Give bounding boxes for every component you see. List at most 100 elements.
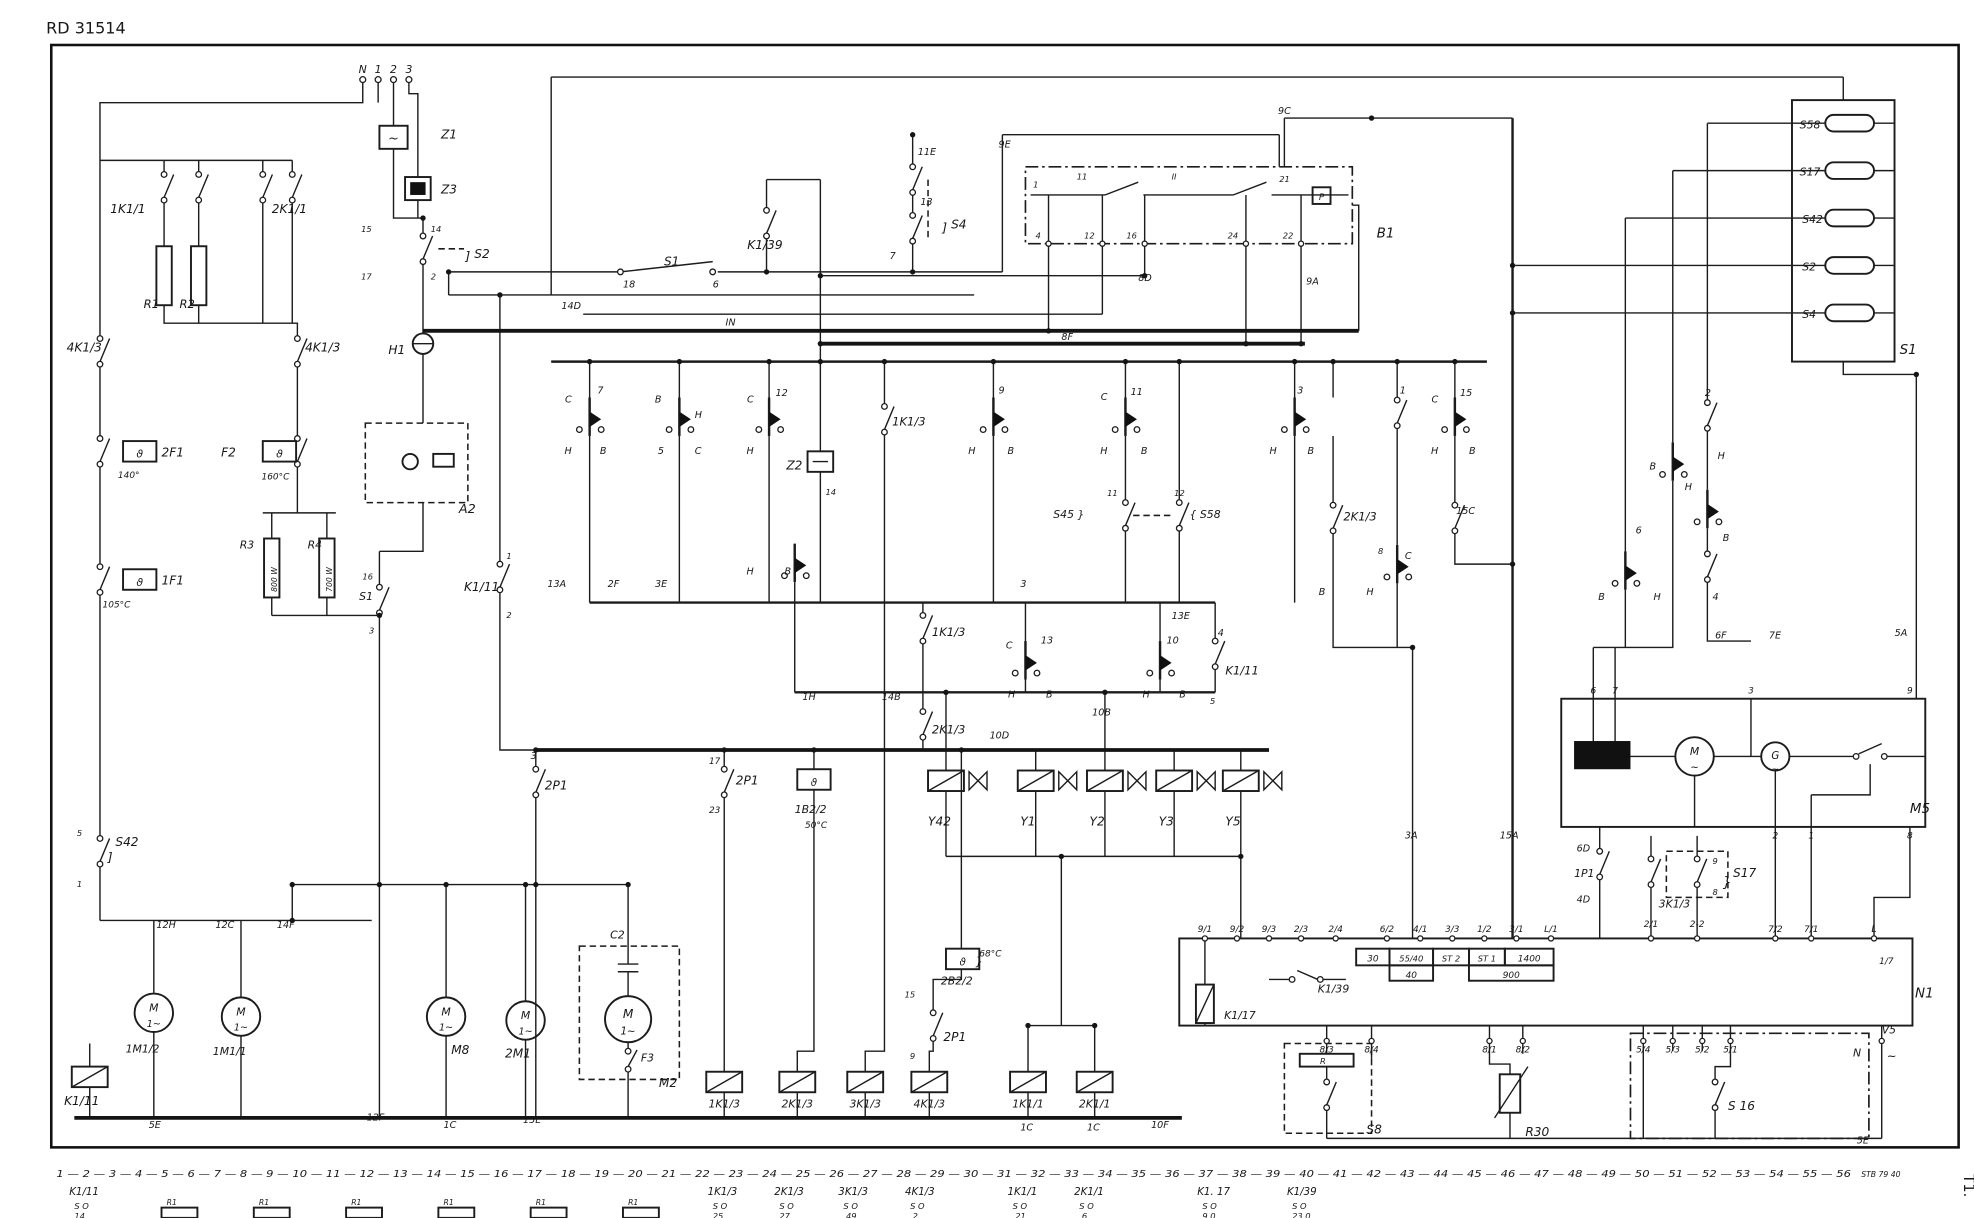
component-label: N1 bbox=[1915, 986, 1934, 1001]
component-label: 9 bbox=[1713, 856, 1718, 866]
component-label: S4 bbox=[951, 217, 966, 231]
thermostat-contact bbox=[96, 563, 111, 596]
component-label: 2 bbox=[506, 610, 511, 620]
component-label: 2 bbox=[390, 63, 397, 76]
component-label: ST 2 bbox=[1442, 954, 1460, 964]
selector-pill bbox=[1824, 161, 1875, 180]
component-label: C2 bbox=[610, 928, 625, 941]
component-label: R1 bbox=[167, 1198, 177, 1207]
component-label: K1/39 bbox=[1287, 1186, 1317, 1198]
component-label: 15 bbox=[361, 224, 372, 234]
component-label: 17 bbox=[709, 757, 721, 767]
brush-contact bbox=[1658, 441, 1689, 483]
component-label: 8 bbox=[1378, 546, 1383, 556]
component-label: ] bbox=[941, 221, 947, 236]
component-label: 8/1 bbox=[1482, 1046, 1496, 1056]
component-label: 1M1/2 bbox=[126, 1043, 160, 1056]
component-label: 1~ bbox=[518, 1027, 532, 1038]
component-label: 12H bbox=[156, 920, 175, 931]
component-label: 1F1 bbox=[162, 574, 184, 588]
brush-contact bbox=[1111, 396, 1142, 438]
switch-contact bbox=[419, 232, 434, 266]
component-label: S1 bbox=[1900, 343, 1917, 358]
relay-contact bbox=[288, 170, 303, 204]
thermostat-contact bbox=[96, 434, 111, 468]
component-label: 1 bbox=[1400, 386, 1406, 397]
component-label: 5/4 bbox=[1636, 1046, 1651, 1056]
switch-contact bbox=[720, 765, 735, 799]
component-label: 1B2/2 bbox=[795, 803, 827, 816]
component-label: B bbox=[1141, 446, 1148, 457]
component-label: 1~ bbox=[439, 1023, 453, 1034]
component-label: 3/1 bbox=[1509, 925, 1523, 935]
component-label: 5/1 bbox=[1723, 1046, 1737, 1056]
component-label: M bbox=[1690, 745, 1700, 758]
component-label: 1~ bbox=[147, 1019, 161, 1030]
component-label: 2K1/1 bbox=[1074, 1186, 1104, 1198]
component-label: 1C bbox=[444, 1120, 457, 1131]
component-label: 2K1/3 bbox=[1343, 510, 1376, 524]
valve-coil bbox=[927, 769, 965, 792]
component-label: 9E bbox=[999, 140, 1012, 151]
component-label: 5E bbox=[149, 1120, 162, 1131]
component-label: 4K1/3 bbox=[67, 340, 102, 354]
component-label: 900 bbox=[1503, 971, 1520, 981]
lamp-symbol bbox=[411, 332, 435, 355]
component-label: M2 bbox=[659, 1076, 677, 1090]
component-label: ϑ bbox=[811, 777, 818, 789]
component-label: R2 bbox=[179, 297, 194, 311]
selector-pill bbox=[1824, 256, 1875, 275]
component-label: H bbox=[968, 446, 975, 457]
relay-contact bbox=[919, 611, 934, 645]
component-label: S4 bbox=[1802, 308, 1816, 321]
component-label: P bbox=[1319, 193, 1325, 203]
component-label: H bbox=[1431, 446, 1438, 457]
component-label: 23 0 bbox=[1292, 1211, 1311, 1218]
component-label: F3 bbox=[641, 1051, 654, 1064]
component-label: B bbox=[1179, 689, 1186, 700]
component-label: 1K1/1 bbox=[1008, 1186, 1038, 1198]
switch-contact bbox=[1693, 855, 1708, 889]
motor-symbol bbox=[604, 995, 653, 1044]
page-title: RD 31514 bbox=[46, 18, 126, 37]
component-label: R4 bbox=[308, 539, 323, 552]
component-label: H bbox=[1718, 451, 1725, 462]
component-label: 9/2 bbox=[1230, 925, 1245, 935]
valve-symbol bbox=[1196, 771, 1216, 791]
component-label: 11E bbox=[918, 147, 937, 158]
component-label: S42 bbox=[115, 835, 138, 849]
component-label: R1 bbox=[144, 297, 159, 311]
component-label: M bbox=[236, 1005, 246, 1018]
relay-coil bbox=[910, 1070, 949, 1094]
component-label: ϑ bbox=[136, 576, 143, 589]
component-label: K1. 17 bbox=[1197, 1186, 1230, 1198]
valve-symbol bbox=[968, 771, 988, 791]
component-label: 7/1 bbox=[1804, 925, 1818, 935]
component-label: R1 bbox=[628, 1198, 638, 1207]
component-label: 2P1 bbox=[545, 779, 568, 793]
component-label: 4/1 bbox=[1413, 925, 1427, 935]
component-label: 21 bbox=[1015, 1211, 1026, 1218]
selector-pill bbox=[1824, 303, 1875, 323]
component-label: F2 bbox=[221, 445, 236, 459]
component-label: Z2 bbox=[785, 458, 802, 472]
component-label: 2K1/3 bbox=[932, 722, 965, 736]
component-label: R1 bbox=[259, 1198, 269, 1207]
component-label: M bbox=[149, 1001, 159, 1014]
relay-contact bbox=[160, 170, 175, 204]
component-label: 8F bbox=[1061, 332, 1073, 343]
component-label: 9 bbox=[1907, 687, 1913, 697]
component-label: 14D bbox=[561, 301, 581, 312]
component-label: 4K1/3 bbox=[914, 1098, 946, 1111]
component-label: 24 bbox=[1228, 231, 1239, 241]
motor-symbol bbox=[133, 992, 175, 1033]
legend-numbers: 1 — 2 — 3 — 4 — 5 — 6 — 7 — 8 — 9 — 10 —… bbox=[56, 1169, 1851, 1180]
component-label: 3K1/3 bbox=[849, 1098, 881, 1111]
component-label: 140° bbox=[118, 471, 140, 481]
component-label: 9 bbox=[999, 386, 1005, 397]
switch-contact bbox=[1703, 550, 1718, 584]
relay-coil bbox=[705, 1070, 744, 1094]
component-label: 1K1/3 bbox=[892, 415, 925, 429]
component-label: 21 bbox=[1279, 174, 1290, 184]
component-label: 2/4 bbox=[1328, 925, 1343, 935]
